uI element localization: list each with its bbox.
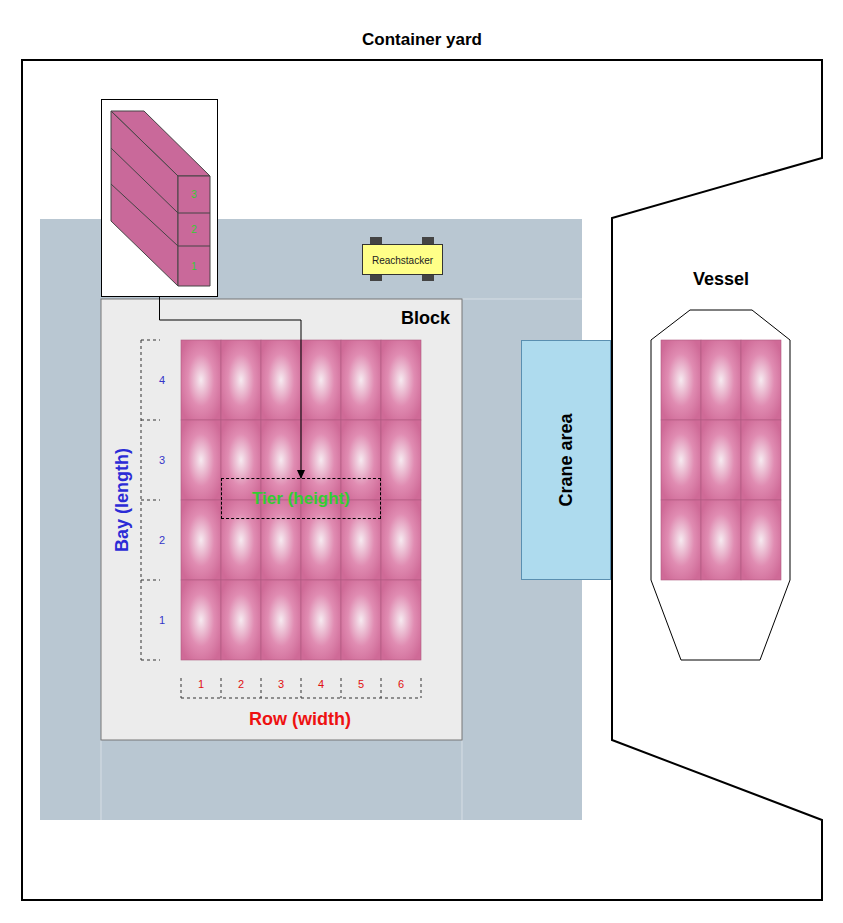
container-cell [301,420,341,500]
row-bracket [181,678,421,698]
ground-line [462,740,463,820]
container-cell [181,580,221,660]
container-cell [301,580,341,660]
stack-inset: 3 2 1 [101,99,218,297]
block-title: Block [401,308,450,329]
tier-number: 2 [191,224,197,235]
container-cell [261,420,301,500]
container-cell [221,340,261,420]
container-cell [381,500,421,580]
container-cell [301,340,341,420]
ground-line [101,740,102,820]
container-cell [341,500,381,580]
yard-ground [40,219,582,820]
bay-number: 1 [159,614,165,626]
reachstacker-vehicle: Reachstacker [362,244,443,275]
container-cell [181,420,221,500]
connector-arrow [160,297,302,478]
axis-label: Bay (length) [112,448,133,552]
container-cell [381,340,421,420]
tier-number: 3 [191,189,197,200]
bay-number: 3 [159,454,165,466]
container-face [111,111,178,286]
row-number: 5 [358,678,364,690]
vessel-hull [650,306,792,662]
container-cell [221,580,261,660]
tier-number: 1 [191,261,197,272]
container-cell [341,420,381,500]
crane-area: Crane area [521,340,611,580]
container-cell [301,500,341,580]
bay-bracket [141,340,160,660]
ground-line [462,299,582,300]
bay-number: 2 [159,534,165,546]
vehicle-label: Reachstacker [372,254,433,265]
container-cell [181,500,221,580]
container-cell [341,340,381,420]
vessel-shape: Vessel [650,306,792,662]
diagram-title: Container yard [362,30,482,50]
container-cell [181,340,221,420]
row-number: 2 [238,678,244,690]
container-cell [261,340,301,420]
row-number: 4 [318,678,324,690]
container-cell [381,420,421,500]
container-cell [261,500,301,580]
container-cell [381,580,421,660]
tier-box: Tier (height) [221,478,381,519]
vessel-title: Vessel [693,269,749,290]
row-number: 3 [278,678,284,690]
container-cell [221,420,261,500]
yard-outline [22,60,822,900]
container-cell [261,580,301,660]
container-cell [341,580,381,660]
container-stack-illustration [102,100,219,298]
tier-label: Tier (height) [252,489,350,509]
container-face [178,176,210,286]
axis-label: Row (width) [249,709,351,730]
block-box: Tier (height) Block [101,299,462,740]
row-number: 1 [198,678,204,690]
container-cell [221,500,261,580]
crane-label: Crane area [556,413,577,506]
bay-number: 4 [159,374,165,386]
row-number: 6 [398,678,404,690]
block-area [101,299,462,740]
